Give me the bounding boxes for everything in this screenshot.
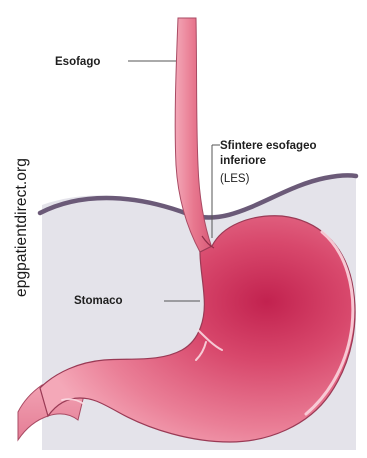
esophagus-label: Esofago	[55, 56, 100, 68]
les-label-line2: inferiore	[220, 155, 266, 167]
watermark-text: epgpatientdirect.org	[13, 158, 30, 297]
stomach-label: Stomaco	[74, 295, 123, 307]
les-label-line3: (LES)	[220, 173, 250, 185]
les-label-line1: Sfintere esofageo	[220, 140, 317, 152]
